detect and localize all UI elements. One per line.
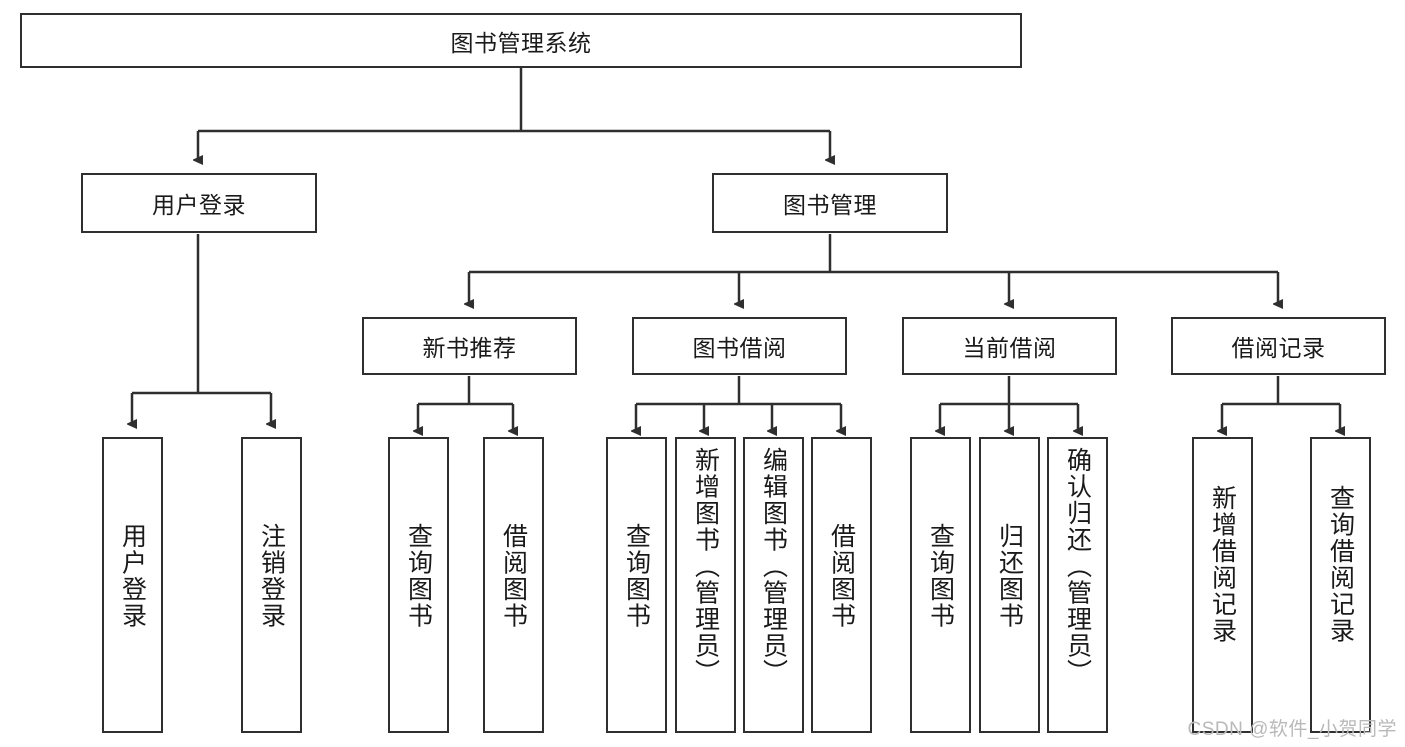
leaf-borrow-borrow-book[interactable]: 借阅图书	[811, 437, 872, 733]
leaf-label: 查询图书	[622, 523, 651, 629]
leaf-label: 查询图书	[404, 523, 433, 629]
leaf-record-add-record[interactable]: 新增借阅记录	[1192, 437, 1253, 733]
leaf-label: 归还图书	[995, 523, 1024, 629]
node-root-book-management-system[interactable]: 图书管理系统	[20, 13, 1022, 68]
leaf-label: 用户登录	[118, 523, 147, 629]
leaf-label: 注销登录	[257, 523, 286, 629]
node-label: 用户登录	[152, 192, 246, 218]
node-label: 图书管理系统	[450, 29, 592, 56]
node-book-management[interactable]: 图书管理	[712, 173, 948, 233]
leaf-label: 查询图书	[926, 523, 955, 629]
leaf-label: 新增借阅记录	[1208, 485, 1237, 644]
node-borrowing-records[interactable]: 借阅记录	[1171, 317, 1386, 375]
leaf-label: 新增图书（管理员）	[691, 447, 720, 686]
node-label: 新书推荐	[422, 335, 517, 361]
leaf-label: 确认归还（管理员）	[1063, 447, 1092, 686]
leaf-borrow-edit-book-admin[interactable]: 编辑图书（管理员）	[743, 437, 804, 733]
leaf-current-confirm-return-admin[interactable]: 确认归还（管理员）	[1047, 437, 1108, 733]
node-label: 图书管理	[783, 192, 877, 218]
leaf-new-book-borrow-book[interactable]: 借阅图书	[483, 437, 544, 733]
leaf-label: 查询借阅记录	[1326, 485, 1355, 644]
leaf-label: 借阅图书	[499, 523, 528, 629]
csdn-watermark: CSDN @软件_小贺同学	[1187, 719, 1397, 740]
leaf-borrow-add-book-admin[interactable]: 新增图书（管理员）	[675, 437, 736, 733]
leaf-borrow-query-book[interactable]: 查询图书	[606, 437, 667, 733]
node-current-borrowing[interactable]: 当前借阅	[902, 317, 1117, 375]
node-new-book-recommendation[interactable]: 新书推荐	[362, 317, 577, 375]
node-label: 图书借阅	[692, 335, 787, 361]
leaf-current-return-book[interactable]: 归还图书	[979, 437, 1040, 733]
leaf-label: 借阅图书	[827, 523, 856, 629]
leaf-label: 编辑图书（管理员）	[759, 447, 788, 686]
node-label: 当前借阅	[962, 335, 1057, 361]
leaf-current-query-book[interactable]: 查询图书	[910, 437, 971, 733]
leaf-record-query-record[interactable]: 查询借阅记录	[1310, 437, 1371, 733]
node-user-login[interactable]: 用户登录	[81, 173, 317, 233]
node-book-borrowing[interactable]: 图书借阅	[632, 317, 847, 375]
leaf-user-login-login[interactable]: 用户登录	[102, 437, 163, 733]
leaf-user-login-logout[interactable]: 注销登录	[241, 437, 302, 733]
leaf-new-book-query-book[interactable]: 查询图书	[388, 437, 449, 733]
node-label: 借阅记录	[1231, 335, 1326, 361]
